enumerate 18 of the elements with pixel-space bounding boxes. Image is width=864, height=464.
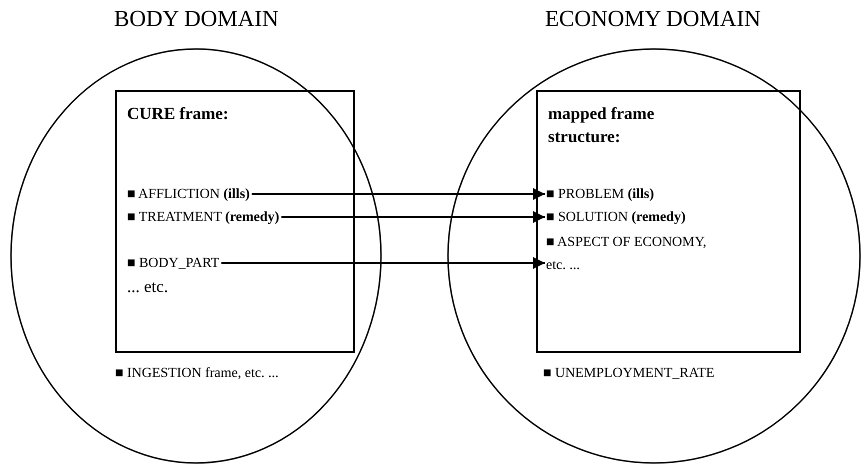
frame-box bbox=[115, 90, 355, 353]
frame-element: ■ AFFLICTION (ills) bbox=[127, 183, 250, 206]
mapping-arrow bbox=[252, 188, 545, 200]
frame-element: ■ SOLUTION (remedy) bbox=[546, 206, 786, 229]
note-text: ■ INGESTION frame, etc. ... bbox=[115, 365, 279, 383]
domain-heading: ECONOMY DOMAIN bbox=[545, 6, 761, 32]
domain-heading: BODY DOMAIN bbox=[114, 6, 279, 32]
note-text: ■ UNEMPLOYMENT_RATE bbox=[543, 365, 714, 383]
mapping-arrow bbox=[221, 257, 545, 269]
frame-element: ■ TREATMENT (remedy) bbox=[127, 206, 280, 229]
frame-element: ■ BODY_PART bbox=[127, 252, 220, 275]
mapping-arrow bbox=[281, 211, 545, 223]
frame-box bbox=[536, 90, 801, 353]
frame-heading: mapped frame structure: bbox=[548, 103, 656, 148]
note-text: ... etc. bbox=[127, 276, 168, 298]
frame-heading: CURE frame: bbox=[127, 103, 230, 125]
frame-element: ■ PROBLEM (ills) bbox=[546, 183, 786, 206]
frame-element: ■ ASPECT OF ECONOMY, etc. ... bbox=[546, 231, 712, 277]
